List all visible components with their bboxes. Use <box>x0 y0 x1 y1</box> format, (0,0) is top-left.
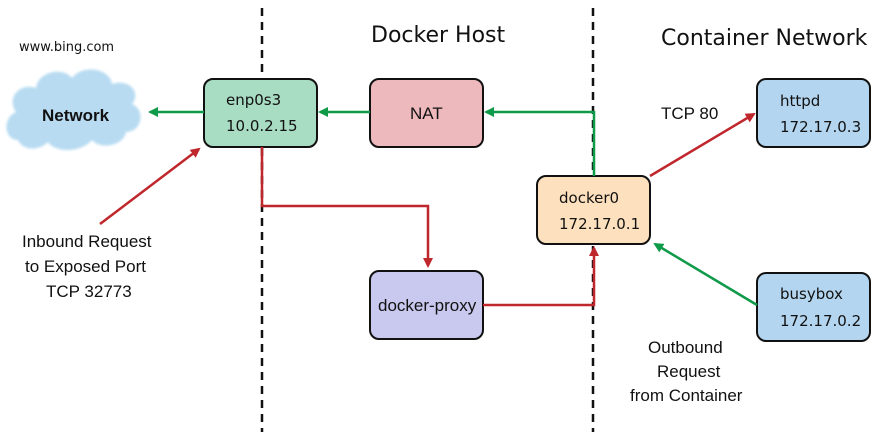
busybox-name: busybox <box>780 285 843 303</box>
busybox-box <box>756 272 871 342</box>
tcp80-label: TCP 80 <box>661 104 718 123</box>
arrow-inbound-to-enp0s3 <box>99 147 201 225</box>
httpd-box <box>756 78 871 148</box>
node-httpd: httpd 172.17.0.3 <box>756 78 871 148</box>
busybox-ip: 172.17.0.2 <box>780 312 861 330</box>
docker0-name: docker0 <box>559 189 619 207</box>
arrow-docker-proxy-to-docker0 <box>483 246 599 307</box>
docker-proxy-name: docker-proxy <box>378 296 477 315</box>
docker0-ip: 172.17.0.1 <box>559 215 640 233</box>
node-busybox: busybox 172.17.0.2 <box>756 272 871 342</box>
outbound-label-line-1: Outbound <box>648 338 723 357</box>
network-cloud: Network <box>6 69 141 150</box>
site-label: www.bing.com <box>19 40 114 55</box>
section-title-container-network: Container Network <box>661 26 868 51</box>
arrow-docker0-to-nat <box>484 107 596 176</box>
inbound-label-line-3: TCP 32773 <box>46 282 132 301</box>
nat-name: NAT <box>410 104 443 123</box>
node-docker-proxy: docker-proxy <box>369 270 484 340</box>
httpd-ip: 172.17.0.3 <box>780 118 861 136</box>
cloud-label: Network <box>42 106 110 125</box>
section-title-docker-host: Docker Host <box>371 23 505 48</box>
arrow-docker0-to-httpd <box>649 112 756 178</box>
inbound-label: Inbound Request to Exposed Port TCP 3277… <box>22 232 152 301</box>
enp0s3-ip: 10.0.2.15 <box>226 117 298 135</box>
arrow-enp0s3-to-docker-proxy <box>260 147 433 268</box>
enp0s3-name: enp0s3 <box>226 91 281 109</box>
httpd-name: httpd <box>780 92 820 110</box>
outbound-label-line-3: from Container <box>630 386 743 405</box>
inbound-label-line-2: to Exposed Port <box>25 257 146 276</box>
outbound-label-line-2: Request <box>657 362 721 381</box>
node-enp0s3: enp0s3 10.0.2.15 <box>203 78 318 148</box>
enp0s3-box <box>203 78 318 148</box>
inbound-path <box>99 112 756 307</box>
outbound-path <box>148 107 758 307</box>
node-docker0: docker0 172.17.0.1 <box>536 175 651 245</box>
arrow-busybox-to-docker0 <box>653 242 758 307</box>
node-nat: NAT <box>369 78 484 148</box>
inbound-label-line-1: Inbound Request <box>22 232 152 251</box>
docker0-box <box>536 175 651 245</box>
outbound-label: Outbound Request from Container <box>630 338 743 405</box>
